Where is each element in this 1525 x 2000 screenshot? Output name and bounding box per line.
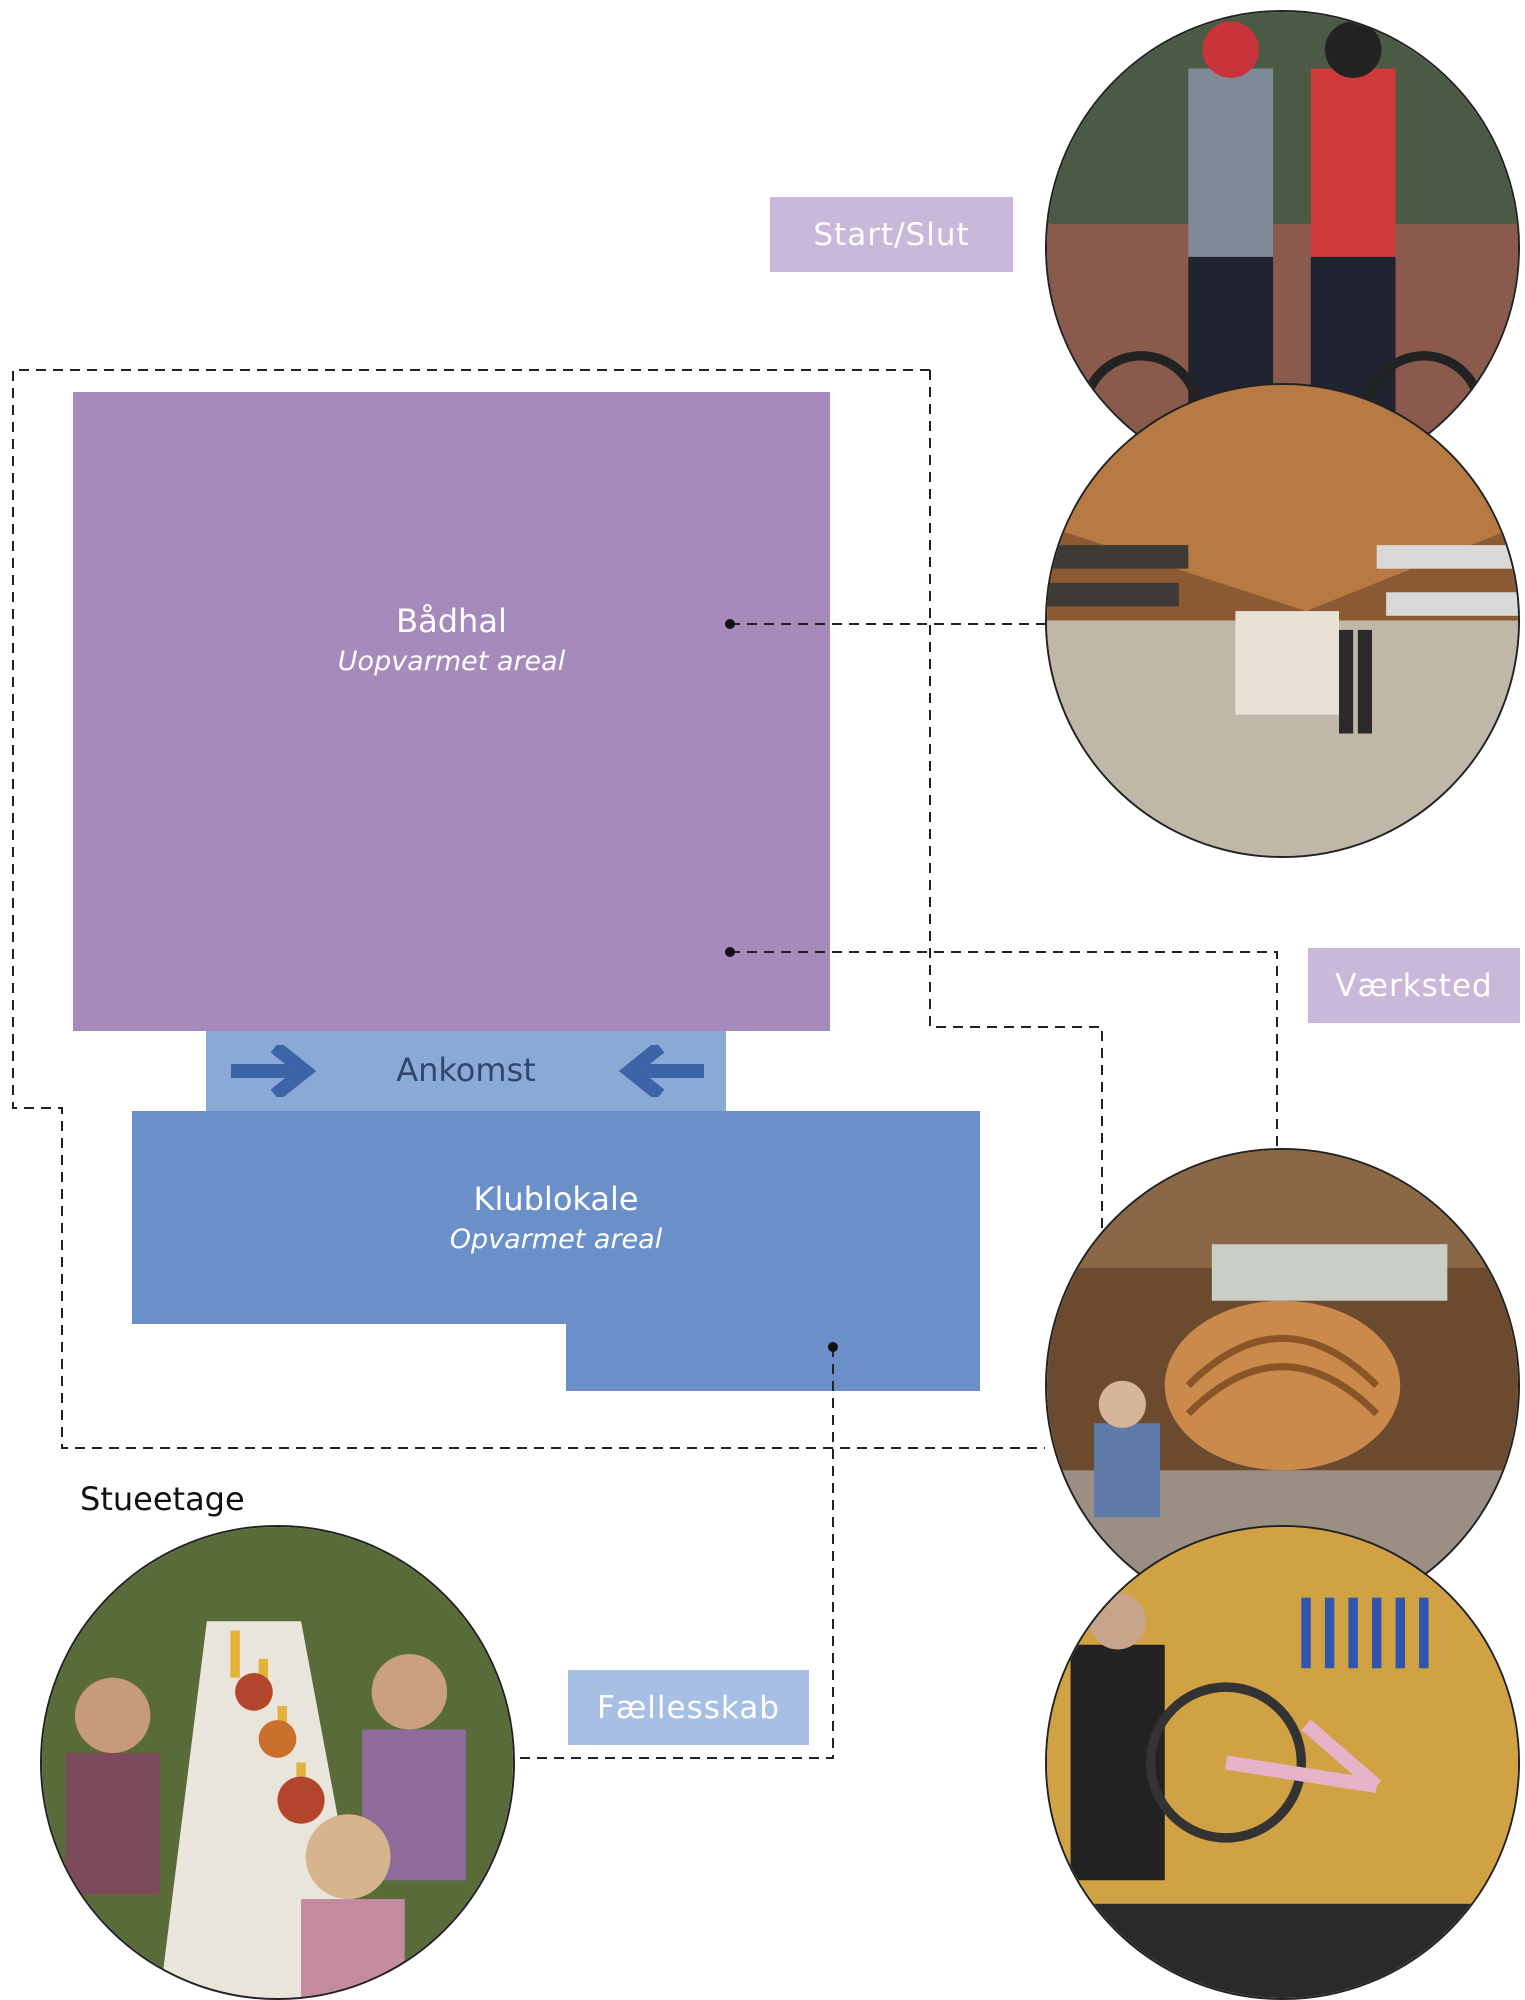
connector-community — [505, 1347, 834, 1759]
start-slut-tag: Start/Slut — [770, 197, 1013, 272]
arrow-right-icon — [231, 1045, 317, 1097]
faellesskab-tag: Fællesskab — [568, 1670, 809, 1745]
boathall-room: Bådhal Uopvarmet areal — [73, 392, 830, 1031]
arrival-area: Ankomst — [206, 1031, 726, 1111]
clubroom-title: Klublokale — [473, 1180, 639, 1218]
bike-workshop-photo — [1045, 1525, 1520, 2000]
arrow-left-icon — [618, 1045, 704, 1097]
vaerksted-tag: Værksted — [1308, 948, 1520, 1023]
boathall-subtitle: Uopvarmet areal — [337, 646, 566, 677]
clubroom-subtitle: Opvarmet areal — [449, 1224, 663, 1255]
boat-hall-photo — [1045, 383, 1520, 858]
outline-path-right — [929, 370, 1103, 1440]
arrival-label: Ankomst — [396, 1051, 536, 1089]
boathall-title: Bådhal — [396, 602, 507, 640]
community-dinner-photo — [40, 1525, 515, 2000]
floor-label: Stueetage — [80, 1480, 245, 1518]
